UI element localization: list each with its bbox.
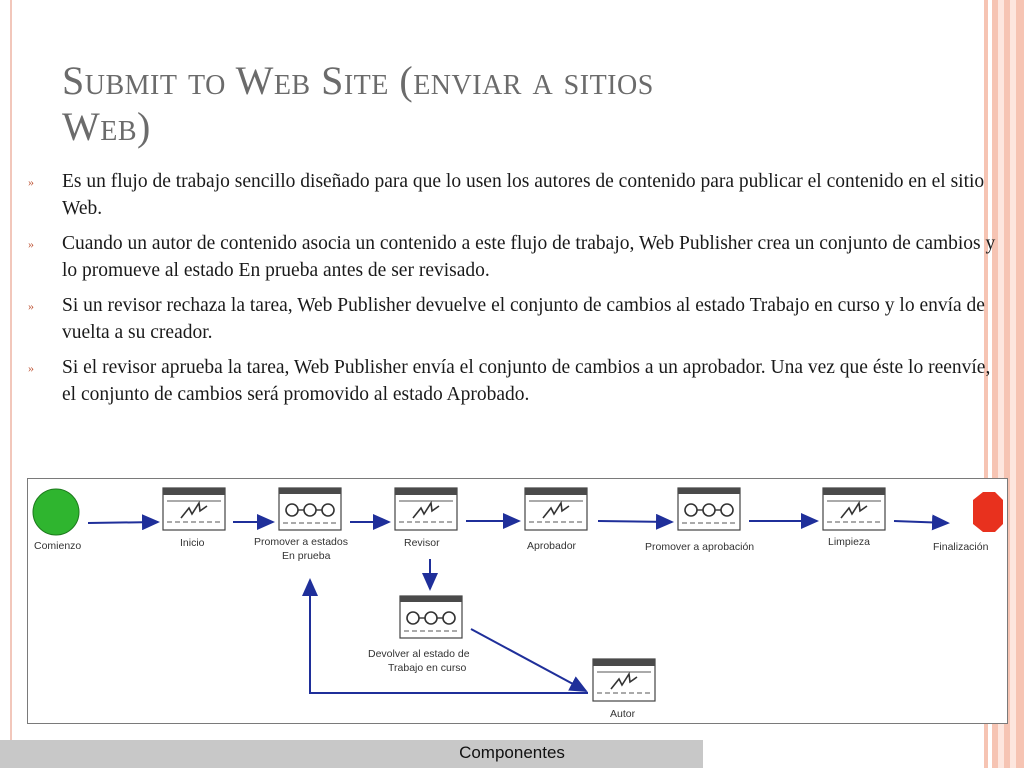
label-start: Comienzo xyxy=(34,540,81,552)
label-return-1: Devolver al estado de xyxy=(368,648,470,660)
label-return-2: Trabajo en curso xyxy=(388,662,467,674)
bullet-text: Es un flujo de trabajo sencillo diseñado… xyxy=(62,171,985,219)
arrow-return-autor xyxy=(470,628,588,692)
bullet-marker: » xyxy=(28,175,34,189)
slide-title: Submit to Web Site (enviar a sitios Web) xyxy=(62,58,842,150)
bullet-text: Si el revisor aprueba la tarea, Web Publ… xyxy=(62,357,991,405)
label-inicio: Inicio xyxy=(180,537,205,549)
bullet-text: Si un revisor rechaza la tarea, Web Publ… xyxy=(62,295,985,343)
arrow-start-inicio xyxy=(87,514,160,531)
footer-label: Componentes xyxy=(459,743,565,762)
label-promote-test-1: Promover a estados xyxy=(254,536,348,548)
bullet-item: » Es un flujo de trabajo sencillo diseñad… xyxy=(28,168,996,222)
promote-test-icon xyxy=(278,487,342,531)
label-promote-test-2: En prueba xyxy=(282,550,331,562)
bullet-marker: » xyxy=(28,361,34,375)
footer-bar xyxy=(0,740,703,768)
title-line-1: Submit to Web Site (enviar a sitios xyxy=(62,58,654,103)
bullet-list: » Es un flujo de trabajo sencillo diseñad… xyxy=(28,168,996,416)
bullet-text: Cuando un autor de contenido asocia un c… xyxy=(62,233,996,281)
arrow-autor-promote xyxy=(302,578,588,694)
arrow-aprobador-approval xyxy=(597,513,674,530)
title-line-2: Web) xyxy=(62,104,151,149)
label-limpieza: Limpieza xyxy=(828,536,870,548)
end-node xyxy=(973,492,1003,532)
label-aprobador: Aprobador xyxy=(527,540,577,552)
label-promote-approval: Promover a aprobación xyxy=(645,541,754,553)
revisor-task-icon xyxy=(394,487,458,531)
bullet-marker: » xyxy=(28,299,34,313)
arrow-limpieza-end xyxy=(893,514,950,531)
label-autor: Autor xyxy=(610,708,636,720)
autor-task-icon xyxy=(592,658,656,702)
start-node xyxy=(32,488,80,536)
workflow-svg: Comienzo Inicio Promover a estados En pr… xyxy=(32,487,1003,720)
aprobador-task-icon xyxy=(524,487,588,531)
label-end: Finalización xyxy=(933,541,989,553)
bullet-marker: » xyxy=(28,237,34,251)
bullet-item: » Cuando un autor de contenido asocia un … xyxy=(28,230,996,284)
workflow-diagram: Comienzo Inicio Promover a estados En pr… xyxy=(27,478,1008,724)
limpieza-task-icon xyxy=(822,487,886,531)
bullet-item: » Si un revisor rechaza la tarea, Web Pub… xyxy=(28,292,996,346)
bullet-item: » Si el revisor aprueba la tarea, Web Pub… xyxy=(28,354,996,408)
return-promote-icon xyxy=(399,595,463,639)
promote-approval-icon xyxy=(677,487,741,531)
inicio-task-icon xyxy=(162,487,226,531)
label-revisor: Revisor xyxy=(404,537,440,549)
left-border-rule xyxy=(10,0,12,768)
